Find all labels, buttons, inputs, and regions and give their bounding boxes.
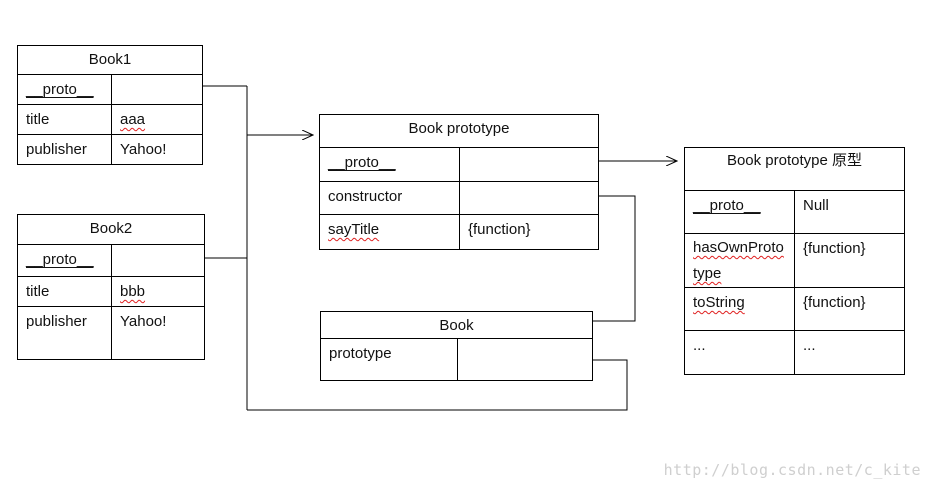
row-key: toString xyxy=(693,294,745,311)
row-key: __proto__ xyxy=(26,251,94,268)
table-row: publisher Yahoo! xyxy=(18,135,202,165)
row-value: {function} xyxy=(468,221,531,238)
object-prototype-box: Book prototype 原型 __proto__ Null hasOwnP… xyxy=(684,147,905,375)
book-prototype-box: Book prototype __proto__ constructor say… xyxy=(319,114,599,250)
row-value: aaa xyxy=(120,111,146,128)
table-row: title aaa xyxy=(18,105,202,135)
row-key: title xyxy=(18,277,112,306)
row-value xyxy=(460,182,476,214)
row-value: ... xyxy=(803,337,816,354)
table-row: prototype xyxy=(321,339,592,380)
book-constructor-box: Book prototype xyxy=(320,311,593,381)
table-row: constructor xyxy=(320,182,598,215)
row-value xyxy=(460,148,476,181)
book-title: Book xyxy=(321,312,592,339)
book-prototype-title: Book prototype xyxy=(320,115,598,148)
table-row: hasOwnPrototype {function} xyxy=(685,234,904,288)
row-value: Yahoo! xyxy=(120,141,167,158)
row-key: ... xyxy=(685,331,795,374)
table-row: __proto__ xyxy=(18,75,202,105)
row-key: prototype xyxy=(321,339,458,380)
row-key: publisher xyxy=(18,135,112,165)
book1-box: Book1 __proto__ title aaa publisher Yaho… xyxy=(17,45,203,165)
table-row: __proto__ Null xyxy=(685,191,904,234)
table-row: title bbb xyxy=(18,277,204,307)
book1-title: Book1 xyxy=(18,46,202,75)
row-key: sayTitle xyxy=(328,221,380,238)
book2-box: Book2 __proto__ title bbb publisher Yaho… xyxy=(17,214,205,360)
row-key: hasOwnPrototype xyxy=(693,239,784,282)
book2-title: Book2 xyxy=(18,215,204,245)
row-key: __proto__ xyxy=(328,154,396,171)
table-row: ... ... xyxy=(685,331,904,374)
row-key: constructor xyxy=(320,182,460,214)
row-value xyxy=(112,75,128,104)
table-row: __proto__ xyxy=(18,245,204,277)
row-key: publisher xyxy=(18,307,112,359)
row-value: {function} xyxy=(803,240,866,257)
row-value: Null xyxy=(803,197,829,214)
row-value xyxy=(458,339,474,380)
table-row: __proto__ xyxy=(320,148,598,182)
row-key: __proto__ xyxy=(26,81,94,98)
row-value xyxy=(112,245,128,276)
row-value: {function} xyxy=(803,294,866,311)
row-value: bbb xyxy=(120,283,146,300)
table-row: sayTitle {function} xyxy=(320,215,598,249)
object-prototype-title: Book prototype 原型 xyxy=(685,148,904,191)
table-row: publisher Yahoo! xyxy=(18,307,204,359)
row-key: title xyxy=(18,105,112,134)
table-row: toString {function} xyxy=(685,288,904,331)
row-key: __proto__ xyxy=(693,197,761,214)
watermark-text: http://blog.csdn.net/c_kite xyxy=(663,461,921,479)
row-value: Yahoo! xyxy=(120,313,167,330)
